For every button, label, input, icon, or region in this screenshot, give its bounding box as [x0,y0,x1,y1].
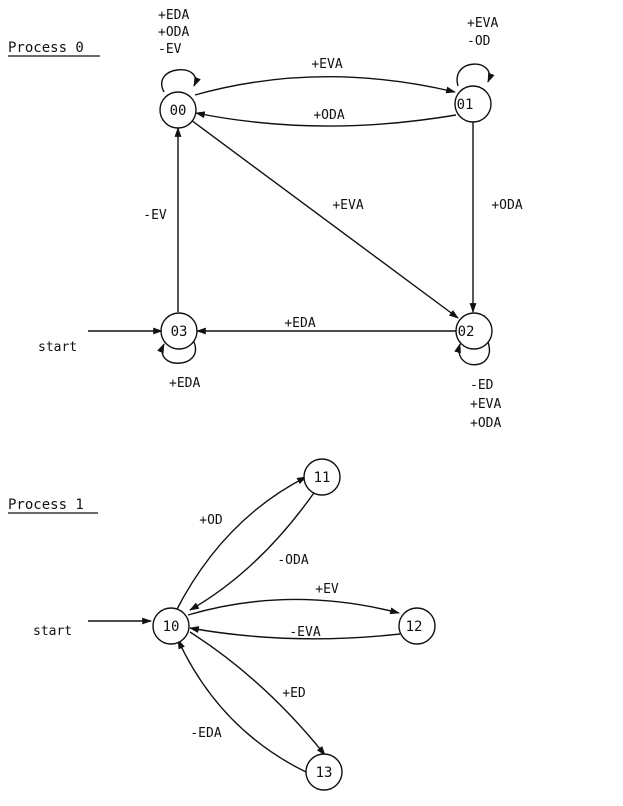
state-02-circle [455,312,493,350]
self-loop-02-labels: -ED +EVA +ODA [470,378,501,431]
label-loop-01-line-2: -OD [467,34,491,49]
state-01: 01 [454,85,492,123]
state-03-circle [160,312,198,350]
edge-10-13 [189,631,326,756]
label-edge-02-03: +EDA [284,316,315,331]
edge-10-11 [174,476,307,614]
self-loop-01 [456,63,495,87]
state-12-circle [398,607,436,645]
edge-01-00 [195,111,457,127]
state-00-label: 00 [170,103,187,119]
label-edge-10-11: +OD [199,513,223,528]
state-13-label: 13 [316,765,333,781]
edge-10-12 [187,598,400,616]
self-loop-03 [157,341,197,364]
process-1-title: Process 1 [8,497,84,513]
label-edge-01-00: +ODA [313,108,344,123]
state-11-circle [303,458,341,496]
state-03: 03 [160,312,198,350]
self-loop-02 [454,341,491,366]
label-loop-03-line-1: +EDA [169,376,200,391]
label-edge-10-12: +EV [315,582,339,597]
state-10-label: 10 [163,619,180,635]
state-00: 00 [159,91,197,129]
label-loop-02-line-2: +EVA [470,397,501,412]
state-01-label: 01 [457,97,474,113]
label-loop-00-line-3: -EV [158,42,182,57]
label-edge-00-01: +EVA [311,57,342,72]
start-label-03: start [38,340,77,355]
label-loop-01-line-1: +EVA [467,16,498,31]
label-loop-00-line-2: +ODA [158,25,189,40]
process-0: Process 0 start 00 01 02 [8,8,523,431]
process-1: Process 1 start 10 11 12 13 +OD [8,458,436,791]
label-edge-12-10: -EVA [289,625,320,640]
self-loop-00 [161,69,201,93]
label-edge-01-02: +ODA [491,198,522,213]
state-11-label: 11 [314,470,331,486]
start-label-10: start [33,624,72,639]
label-loop-02-line-3: +ODA [470,416,501,431]
process-0-title: Process 0 [8,40,84,56]
state-02-label: 02 [458,324,475,340]
state-13-circle [305,753,343,791]
state-02: 02 [455,312,493,350]
edge-00-02 [190,119,459,319]
self-loop-00-labels: +EDA +ODA -EV [158,8,189,57]
state-10-circle [152,607,190,645]
state-01-circle [454,85,492,123]
state-12: 12 [398,607,436,645]
label-edge-03-00: -EV [143,208,167,223]
label-loop-00-line-1: +EDA [158,8,189,23]
state-10: 10 [152,607,190,645]
edge-13-10 [177,639,307,773]
state-12-label: 12 [406,619,423,635]
label-edge-00-02: +EVA [332,198,363,213]
edge-00-01 [194,76,456,96]
edge-11-10 [189,489,317,611]
state-00-circle [159,91,197,129]
label-edge-11-10: -ODA [277,553,308,568]
label-edge-13-10: -EDA [190,726,221,741]
edge-12-10 [189,626,401,640]
state-03-label: 03 [171,324,188,340]
label-edge-10-13: +ED [282,686,306,701]
self-loop-01-labels: +EVA -OD [467,16,498,49]
state-11: 11 [303,458,341,496]
label-loop-02-line-1: -ED [470,378,494,393]
state-13: 13 [305,753,343,791]
